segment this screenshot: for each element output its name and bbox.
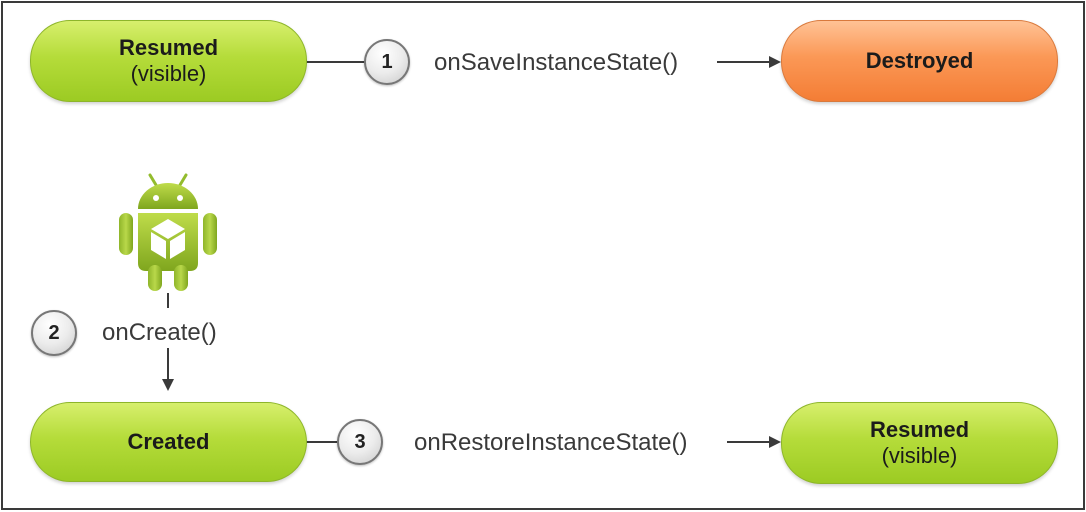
state-destroyed: Destroyed — [781, 20, 1058, 102]
state-resumed-bottom-title: Resumed — [869, 416, 970, 442]
step-3-badge: 3 — [337, 419, 383, 465]
state-destroyed-title: Destroyed — [865, 47, 974, 73]
state-resumed-top-title: Resumed — [118, 34, 219, 60]
connector-lines — [162, 56, 781, 448]
state-resumed-bottom-sub: (visible) — [881, 443, 958, 468]
state-created-title: Created — [127, 428, 210, 454]
state-resumed-bottom: Resumed (visible) — [781, 402, 1058, 484]
step-1-badge: 1 — [364, 39, 410, 85]
state-resumed-top: Resumed (visible) — [30, 20, 307, 102]
state-resumed-top-sub: (visible) — [130, 61, 207, 86]
step-1-callback: onSaveInstanceState() — [432, 49, 681, 77]
android-robot-icon — [114, 169, 222, 293]
step-3-callback: onRestoreInstanceState() — [412, 429, 690, 457]
step-2-callback: onCreate() — [100, 319, 219, 347]
state-created: Created — [30, 402, 307, 482]
step-2-badge: 2 — [31, 310, 77, 356]
